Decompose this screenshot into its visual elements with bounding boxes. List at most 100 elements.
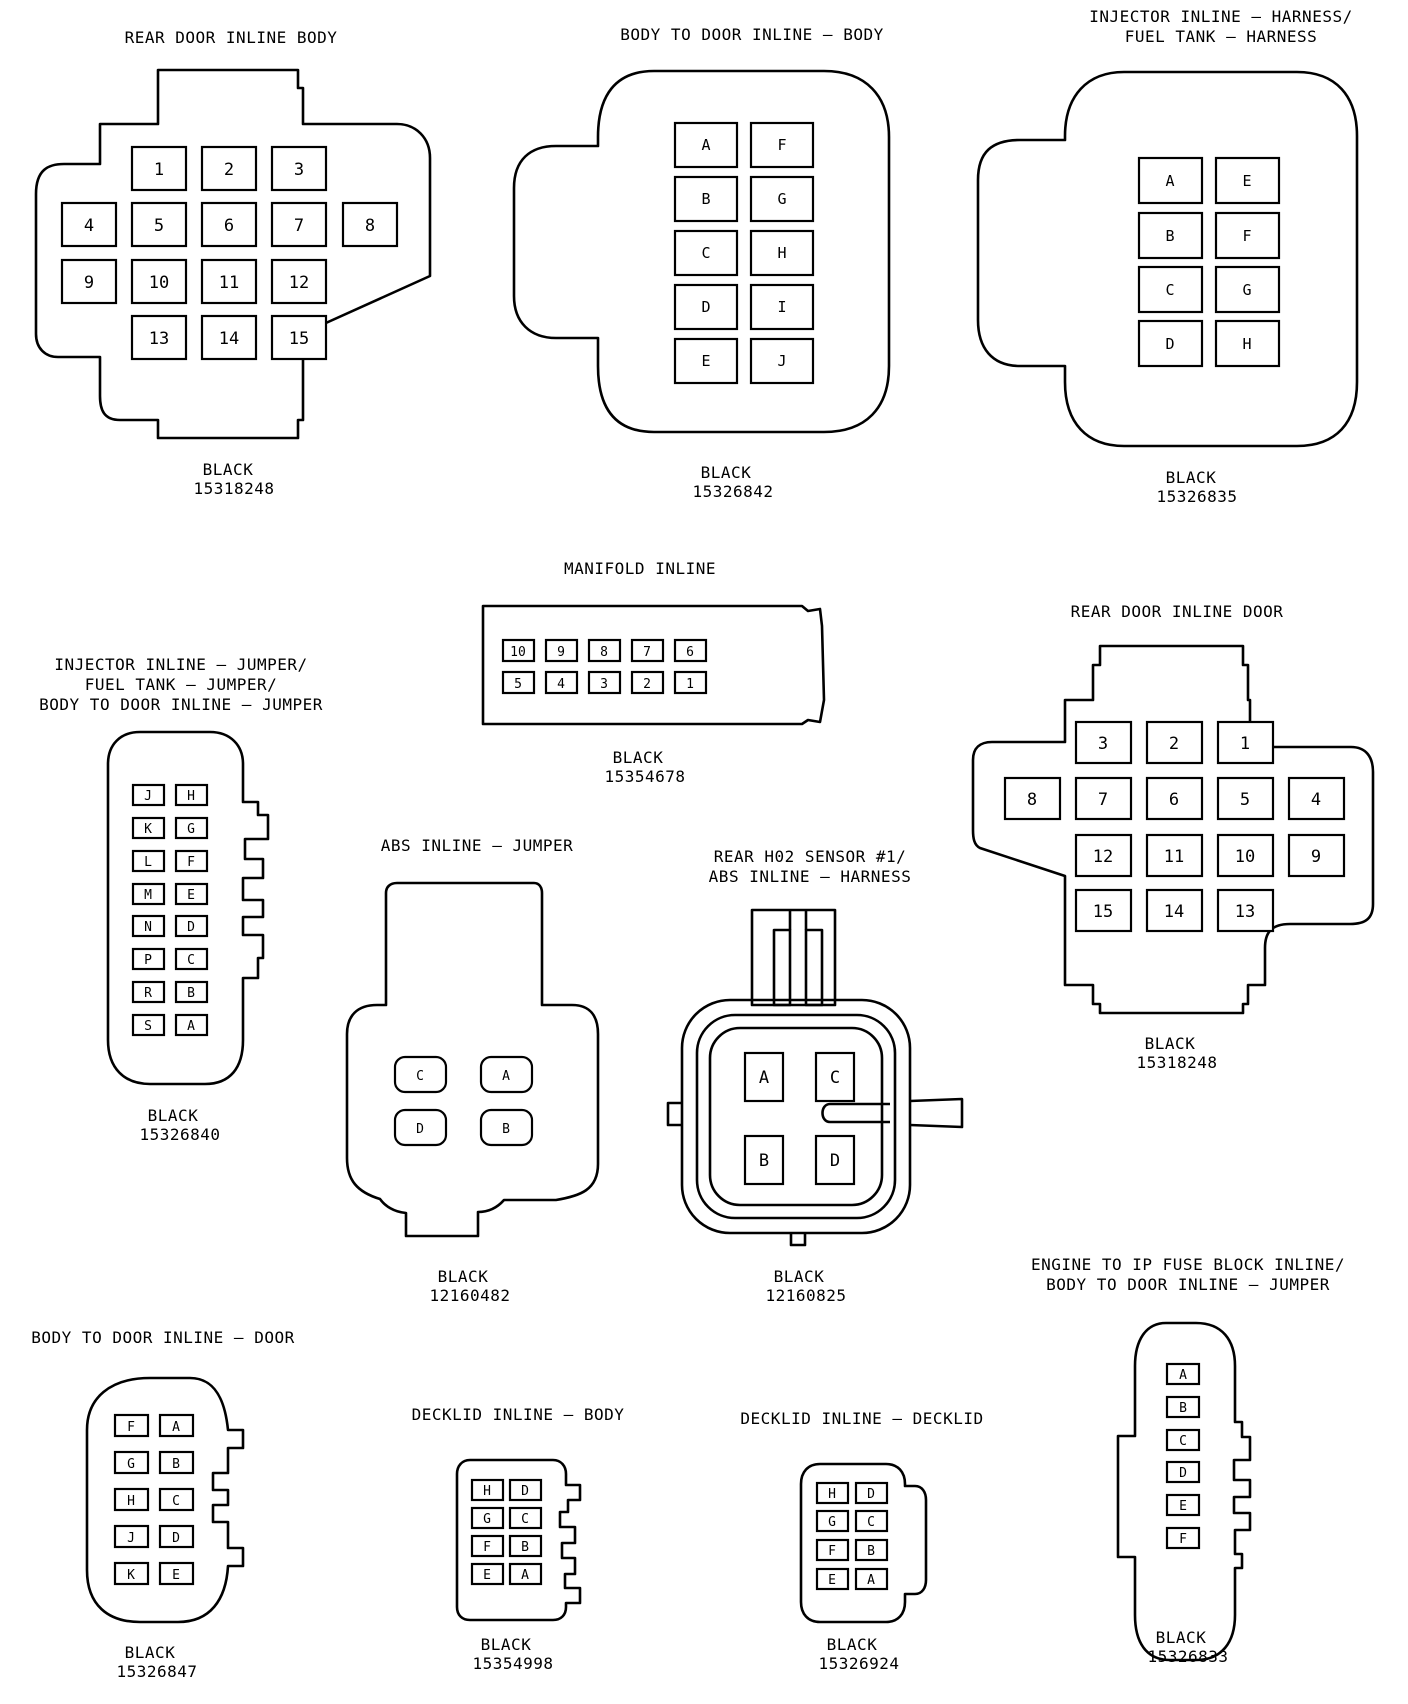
c10-pin-H: H [113,1487,150,1512]
pin-cavity [854,1481,889,1505]
c3-pin-B: B [1137,211,1204,260]
pin-cavity [113,1561,150,1586]
c9-pin-label: E [1179,1499,1187,1514]
c8-color-label: BLACK [774,1267,825,1286]
pin-cavity [130,258,188,305]
c7-pin-D: D [393,1108,448,1147]
connector-c11: DECKLID INLINE – BODY H D G C F B E A BL… [412,1405,624,1673]
c12-pin-label: F [828,1544,836,1559]
pin-cavity [113,1450,150,1475]
c6-pin-label: 10 [1235,847,1255,867]
c1-pin-label: 9 [84,273,94,293]
c10-part-number: 15326847 [116,1662,197,1681]
c1-color-label: BLACK [203,460,254,479]
c5-pin-E: E [174,882,209,906]
pin-cavity [1214,265,1281,314]
c5-pin-M: M [131,882,166,906]
connector-c4: MANIFOLD INLINE 10 9 8 7 6 5 4 3 2 1 BLA… [481,559,826,786]
c10-pin-K: K [113,1561,150,1586]
c10-pin-label: B [172,1457,180,1472]
c1-pin-label: 5 [154,216,164,236]
c12-pin-label: A [867,1573,875,1588]
c10-pin-J: J [113,1524,150,1549]
pin-cavity [1074,776,1133,821]
pin-cavity [743,1134,785,1186]
pin-cavity [174,783,209,807]
c1-pin-label: 13 [149,329,169,349]
pin-cavity [1214,156,1281,205]
c10-pin-A: A [158,1413,195,1438]
c11-pin-grid: H D G C F B E A [470,1478,543,1586]
c2-pin-label: B [701,190,710,208]
c1-pin-label: 7 [294,216,304,236]
c6-pin-2: 2 [1145,720,1204,765]
c5-title-line-2: FUEL TANK – JUMPER/ [85,675,278,694]
pin-cavity [131,980,166,1004]
c3-pin-label: C [1165,281,1174,299]
c7-pin-label: D [416,1122,424,1137]
c10-pin-label: G [127,1457,135,1472]
c5-pin-label: K [144,822,152,837]
c4-pin-1: 1 [673,670,708,695]
c1-pin-label: 12 [289,273,309,293]
pin-cavity [508,1534,543,1558]
c6-pin-4: 4 [1287,776,1346,821]
pin-cavity [815,1538,850,1562]
c11-pin-label: B [521,1540,529,1555]
c9-pin-B: B [1165,1395,1201,1419]
pin-cavity [479,1055,534,1094]
c4-pin-label: 7 [643,645,651,660]
pin-cavity [508,1562,543,1586]
pin-cavity [749,175,815,223]
c4-pin-label: 1 [686,677,694,692]
c12-pin-label: D [867,1487,875,1502]
c12-pin-F: F [815,1538,850,1562]
c2-pin-grid: A F B G C H D I E J [673,121,815,385]
c9-part-number: 15326833 [1147,1647,1228,1666]
pin-cavity [174,816,209,840]
c9-pin-label: D [1179,1466,1187,1481]
c11-color-label: BLACK [481,1635,532,1654]
pin-cavity [673,121,739,169]
c12-pin-H: H [815,1481,850,1505]
c5-pin-G: G [174,816,209,840]
c2-pin-A: A [673,121,739,169]
connector-c10: BODY TO DOOR INLINE – DOOR F A G B H C J… [31,1328,294,1681]
c4-housing-outline [481,604,826,726]
c8-pin-label: A [759,1068,769,1088]
c6-pin-label: 15 [1093,902,1113,922]
c11-pin-label: F [483,1540,491,1555]
c4-pin-5: 5 [501,670,536,695]
pin-cavity [815,1509,850,1533]
pin-cavity [544,638,579,663]
c4-pin-10: 10 [501,638,536,663]
pin-cavity [158,1524,195,1549]
c5-pin-label: G [187,822,195,837]
pin-cavity [200,201,258,248]
c5-pin-A: A [174,1013,209,1037]
pin-cavity [508,1478,543,1502]
c6-pin-12: 12 [1074,833,1133,878]
connector-c9: ENGINE TO IP FUSE BLOCK INLINE/ BODY TO … [1031,1255,1345,1666]
c1-pin-11: 11 [200,258,258,305]
c1-pin-label: 11 [219,273,239,293]
c10-pin-B: B [158,1450,195,1475]
c6-pin-label: 13 [1235,902,1255,922]
pin-cavity [174,882,209,906]
pin-cavity [60,258,118,305]
c7-pin-C: C [393,1055,448,1094]
pin-cavity [130,201,188,248]
c3-pin-C: C [1137,265,1204,314]
pin-cavity [131,816,166,840]
c6-pin-8: 8 [1003,776,1062,821]
pin-cavity [673,337,739,385]
c10-pin-label: E [172,1568,180,1583]
c6-pin-label: 1 [1240,734,1250,754]
pin-cavity [587,638,622,663]
c5-pin-K: K [131,816,166,840]
c8-title-line-1: REAR H02 SENSOR #1/ [714,847,907,866]
c2-pin-label: G [777,190,786,208]
c12-color-label: BLACK [827,1635,878,1654]
c2-housing-outline [512,69,891,434]
pin-cavity [200,314,258,361]
